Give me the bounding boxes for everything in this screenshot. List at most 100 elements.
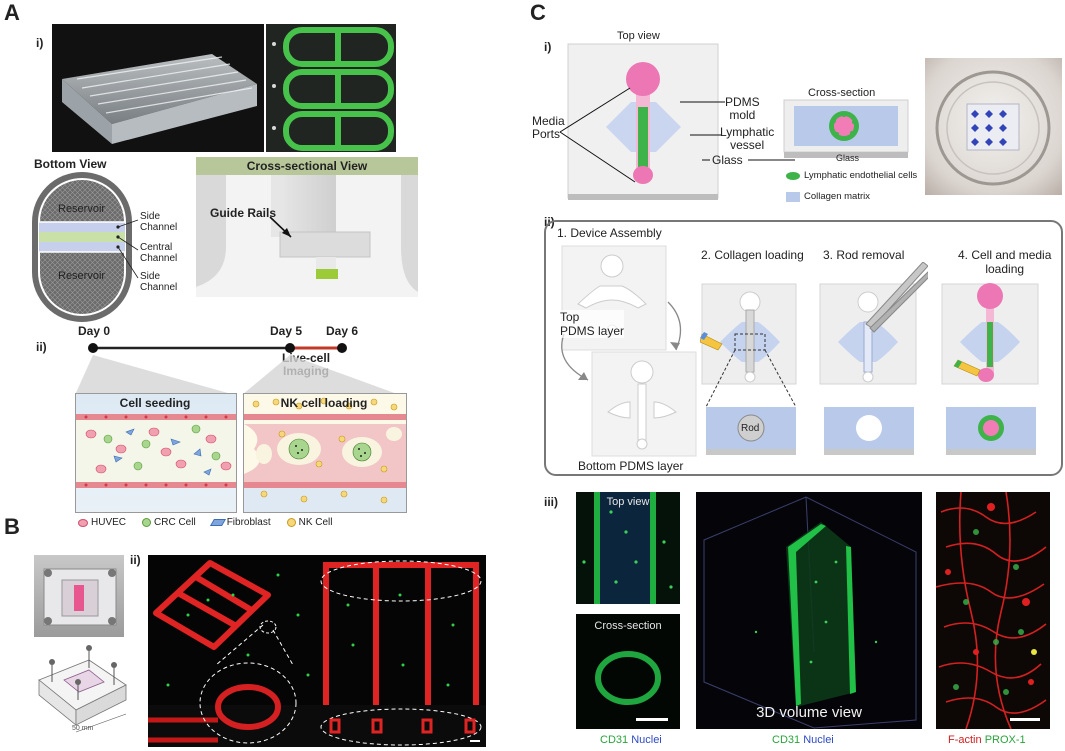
legend-crc: CRC Cell (142, 517, 196, 528)
legend-huvec-label: HUVEC (91, 517, 127, 528)
collagen-loading-drawing (700, 283, 797, 455)
iii-cross-section-image (576, 614, 680, 729)
cross-sectional-title: Cross-sectional View (246, 159, 368, 173)
central-channel-shape (39, 232, 125, 242)
petri-dish-photo (925, 58, 1062, 195)
panel-b-label: B (4, 514, 20, 539)
top-pdms-label: Top PDMS layer (560, 310, 625, 338)
legend-fibroblast: Fibroblast (209, 517, 271, 528)
channel-photo-drawing (272, 27, 394, 151)
media-ports-label: Media Ports (532, 114, 565, 141)
collagen-legend: Collagen matrix (786, 191, 870, 202)
timeline-day0-dot (88, 343, 98, 353)
media-port-top (626, 62, 660, 96)
cell-seeding-drawing (76, 414, 236, 488)
channel-photo (266, 24, 396, 152)
legend-crc-label: CRC Cell (154, 517, 196, 528)
prox1-text: PROX-1 (984, 734, 1026, 746)
lec-swatch (786, 171, 800, 180)
lymphatic-vessel-shape (638, 107, 648, 167)
collagen-legend-label: Collagen matrix (804, 191, 870, 202)
timeline-wedges (75, 355, 400, 395)
legend-nk-label: NK Cell (298, 517, 333, 528)
glass-shape (568, 194, 718, 200)
iii-top-view-drawing (582, 492, 673, 604)
collagen-swatch (786, 191, 800, 202)
reservoir-bottom-label: Reservoir (58, 270, 106, 282)
timeline-day0: Day 0 (78, 324, 111, 338)
cd31-text-b: CD31 (772, 734, 801, 746)
timeline-day6: Day 6 (326, 324, 359, 338)
cross-sectional-schematic (196, 157, 418, 297)
guide-rails-label: Guide Rails (210, 206, 277, 220)
iii-cross-section-drawing (595, 651, 668, 721)
legend-nk: NK Cell (286, 517, 333, 528)
assembly-frame (544, 220, 1063, 476)
lec-legend: Lymphatic endothelial cells (786, 170, 917, 181)
nk-loading-box (243, 393, 407, 513)
volume-view-image (696, 492, 922, 729)
bottom-view-schematic (32, 172, 139, 322)
panel-a-i-label: i) (36, 36, 44, 50)
glass-small-label: Glass (836, 153, 860, 163)
nuclei-text-b: Nuclei (803, 734, 834, 746)
top-view-leader-lines (559, 87, 795, 183)
chip-cad-drawing (38, 645, 127, 733)
chip-photo-drawing (43, 568, 117, 626)
side-channel-2-shape (39, 242, 125, 252)
panel-a-label: A (4, 0, 20, 25)
legend-fibroblast-label: Fibroblast (226, 517, 271, 528)
zoom-box (734, 333, 766, 351)
panel-b-ii-label: ii) (130, 553, 141, 567)
cross-section-schematic (783, 99, 909, 158)
side-channel-2-label: Side Channel (140, 271, 178, 293)
factin-prox1-drawing (936, 492, 1047, 729)
central-channel-label: Central Channel (140, 242, 178, 264)
iii-top-view-image (576, 492, 680, 604)
reservoir-top-label: Reservoir (58, 203, 106, 215)
side-channel-1-shape (39, 222, 125, 232)
timeline (88, 343, 347, 353)
panel-c-label: C (530, 0, 546, 25)
bottom-pdms-label: Bottom PDMS layer (578, 459, 684, 473)
nk-loading-label: NK cell loading (280, 396, 368, 410)
top-view-label: Top view (617, 30, 660, 42)
panel-a-ii-label: ii) (36, 340, 47, 354)
factin-text: F-actin (948, 734, 982, 746)
media-port-bottom (633, 166, 653, 184)
vessel-fluorescence-image (148, 555, 486, 747)
iii-cross-section-label: Cross-section (594, 620, 662, 632)
vessel-fluorescence-drawing (148, 560, 486, 747)
cell-seeding-label: Cell seeding (119, 396, 191, 410)
rod-removal-drawing (819, 262, 928, 455)
factin-prox1-image (936, 492, 1050, 729)
vessel-lumen (834, 116, 854, 136)
cross-section-header-bar (196, 157, 418, 175)
bottom-view-title: Bottom View (34, 157, 107, 171)
panel-c-iii-label: iii) (544, 495, 558, 509)
nk-swatch (286, 518, 296, 527)
step-3-label: 3. Rod removal (823, 248, 905, 262)
glass-label: Glass (712, 153, 743, 167)
step-2-label: 2. Collagen loading (701, 248, 804, 262)
iii-top-view-label: Top view (606, 496, 650, 508)
volume-view-drawing (703, 496, 917, 729)
top-view-device (567, 43, 719, 200)
cd31-nuclei-caption-b: CD31 Nuclei (772, 734, 834, 746)
nk-loading-drawing (244, 397, 406, 512)
device-plate-photo (52, 24, 264, 152)
step-1-label: 1. Device Assembly (557, 226, 662, 240)
nuclei-text-a: Nuclei (631, 734, 662, 746)
crc-swatch (142, 518, 152, 527)
cd31-nuclei-caption-a: CD31 Nuclei (600, 734, 662, 746)
chip-photo (34, 555, 124, 637)
side-channel-1-label: Side Channel (140, 211, 178, 233)
chip-scale-text: 50 mm (72, 725, 94, 732)
cell-legend: HUVEC CRC Cell Fibroblast NK Cell (78, 517, 333, 528)
lec-legend-label: Lymphatic endothelial cells (804, 170, 918, 181)
channel-green-block (316, 269, 338, 279)
cd31-text-a: CD31 (600, 734, 629, 746)
guide-rail-block (279, 231, 371, 258)
pdms-mold-label: PDMS mold (725, 95, 760, 122)
device-assembly-drawing (561, 245, 697, 457)
